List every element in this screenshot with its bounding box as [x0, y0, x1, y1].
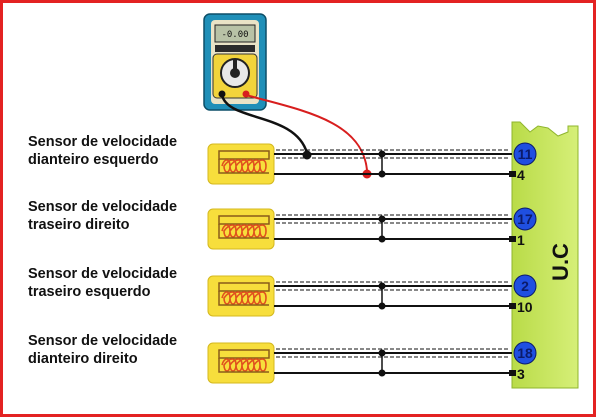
junction-dot	[378, 150, 386, 158]
multimeter-display: -0.00	[221, 30, 248, 40]
pin-number-bottom: 4	[517, 167, 525, 183]
pin-terminal	[509, 303, 516, 309]
coil	[221, 159, 267, 173]
sensor-label-line1: Sensor de velocidade	[28, 266, 177, 282]
junction-dot	[378, 302, 386, 310]
junction-dot	[378, 349, 386, 357]
pin-number-top: 11	[518, 146, 533, 162]
sensor-row: Sensor de velocidade traseiro direito 17 1	[28, 199, 537, 250]
pin-number-bottom: 10	[517, 299, 533, 315]
junction-dot	[378, 170, 386, 178]
multimeter: -0.00	[203, 13, 267, 111]
pin-connector	[513, 207, 537, 231]
pin-number-top: 17	[517, 211, 533, 227]
speed-sensor	[207, 342, 275, 384]
junction-dot	[378, 215, 386, 223]
pin-number-top: 2	[521, 278, 529, 294]
speed-sensor	[207, 208, 275, 250]
sensor-row: Sensor de velocidade dianteiro direito 18 3	[28, 333, 537, 384]
sensor-label-line1: Sensor de velocidade	[28, 134, 177, 150]
sensor-row: Sensor de velocidade traseiro esquerdo 2 10	[28, 266, 537, 317]
control-unit-box	[511, 121, 579, 389]
coil	[221, 358, 267, 372]
pin-connector	[513, 142, 537, 166]
pin-terminal	[509, 236, 516, 242]
coil	[221, 291, 267, 305]
junction-dot	[378, 369, 386, 377]
sensor-label-line1: Sensor de velocidade	[28, 333, 177, 349]
coil	[221, 224, 267, 238]
sensor-label-line2: traseiro direito	[28, 217, 130, 233]
sensor-row: Sensor de velocidade dianteiro esquerdo 11…	[28, 134, 537, 185]
pin-terminal	[509, 171, 516, 177]
pin-number-bottom: 3	[517, 366, 525, 382]
sensor-label-line2: dianteiro direito	[28, 351, 138, 367]
black-probe-wire	[220, 94, 309, 154]
pin-number-top: 18	[517, 345, 533, 361]
control-unit-label: U.C	[548, 243, 573, 281]
sensor-label-line2: dianteiro esquerdo	[28, 152, 159, 168]
pin-number-bottom: 1	[517, 232, 525, 248]
pin-connector	[513, 274, 537, 298]
multimeter-com-jack	[218, 90, 226, 98]
sensor-label-line1: Sensor de velocidade	[28, 199, 177, 215]
sensor-label-line2: traseiro esquerdo	[28, 284, 151, 300]
speed-sensor	[207, 275, 275, 317]
speed-sensor	[207, 143, 275, 185]
junction-dot	[378, 282, 386, 290]
pin-terminal	[509, 370, 516, 376]
pin-connector	[513, 341, 537, 365]
junction-dot	[378, 235, 386, 243]
